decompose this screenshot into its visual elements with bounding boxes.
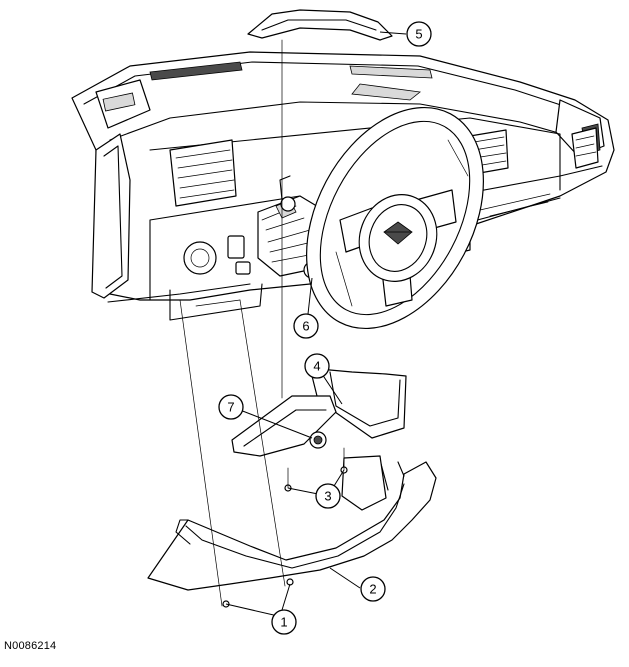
knee-bolster-reinforcement: [231, 395, 337, 457]
callout-4-label: 4: [313, 359, 320, 374]
callout-7-label: 7: [227, 400, 234, 415]
fasteners: [222, 447, 348, 608]
callout-2-label: 2: [369, 582, 376, 597]
callout-3-label: 3: [324, 489, 331, 504]
callout-2: 2: [360, 576, 386, 602]
callout-6-label: 6: [302, 319, 309, 334]
alignment-lines: [179, 39, 286, 607]
steering-wheel: [306, 106, 484, 330]
instrument-panel-lower-cover: [147, 455, 437, 591]
callout-4: 4: [304, 353, 330, 379]
callout-5-label: 5: [415, 27, 422, 42]
callout-1: 1: [271, 609, 297, 635]
callout-7: 7: [218, 394, 244, 420]
callout-3: 3: [315, 483, 341, 509]
steering-column-shroud: [247, 9, 393, 41]
figure-id: N0086214: [4, 640, 57, 652]
callout-6: 6: [293, 313, 319, 339]
callouts: 1 2 3 4 5 6: [218, 21, 432, 635]
callout-5: 5: [406, 21, 432, 47]
callout-1-label: 1: [280, 615, 287, 630]
